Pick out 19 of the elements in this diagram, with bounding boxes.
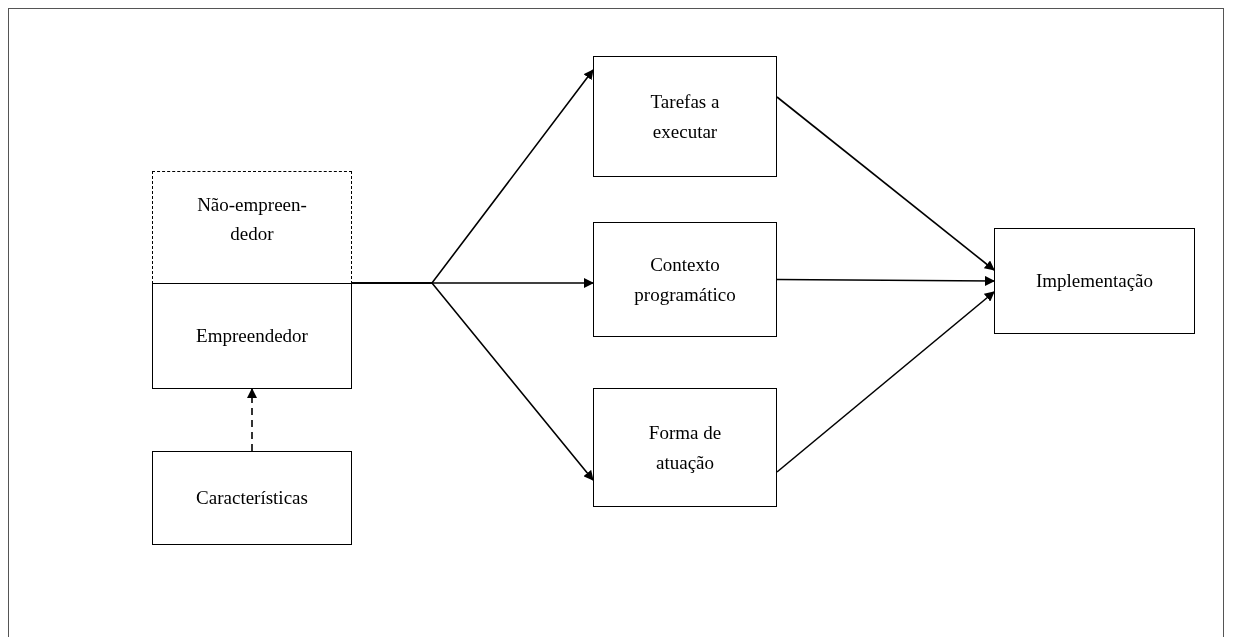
- process-box: [152, 451, 352, 545]
- process-box: [593, 56, 777, 177]
- arrow: [247, 388, 257, 452]
- arrow: [776, 291, 995, 473]
- node-label: Forma de atuação: [647, 421, 723, 475]
- arrow: [351, 282, 594, 481]
- node-label: Contexto programático: [633, 253, 737, 307]
- process-box: [593, 388, 777, 507]
- process-box: [593, 222, 777, 337]
- arrow: [776, 96, 995, 271]
- node-label: Características: [196, 486, 308, 511]
- node-label: Tarefas a executar: [649, 90, 721, 144]
- node-label: Empreendedor: [196, 324, 308, 349]
- node-label: Não-empreen- dedor: [196, 193, 308, 247]
- node-label: Implementação: [1035, 269, 1154, 294]
- arrow: [776, 275, 995, 286]
- process-box: [994, 228, 1195, 334]
- dashed-box: [152, 171, 352, 284]
- process-box: [152, 283, 352, 389]
